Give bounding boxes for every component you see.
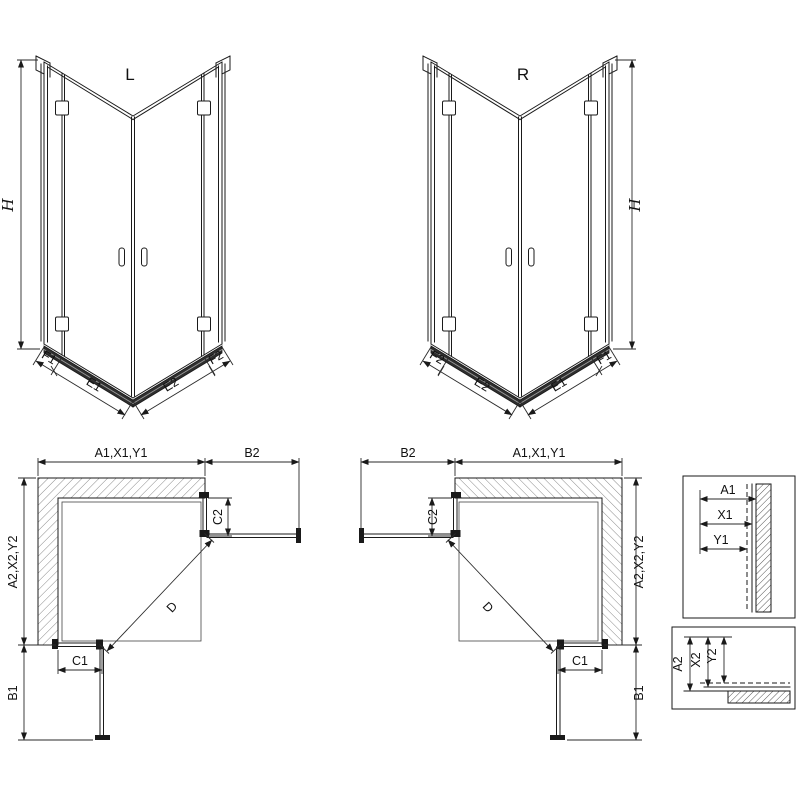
detail-floor-profile: A2 X2 Y2 xyxy=(671,626,796,710)
floor-profile-section xyxy=(727,690,791,704)
dim-label-a1-detail: A1 xyxy=(720,483,735,497)
dim-label-x2-detail: X2 xyxy=(689,652,703,667)
dim-label-height-left: H xyxy=(0,198,17,213)
dim-label-d-left: D xyxy=(164,599,180,615)
detail-box-border xyxy=(682,475,796,619)
dim-label-f1-right: F1 xyxy=(594,348,614,368)
dim-label-c1-right: C1 xyxy=(572,654,588,668)
dim-label-e2-left: E2 xyxy=(161,375,181,395)
dim-label-f1-left: F1 xyxy=(39,348,59,368)
dim-label-b1-left: B1 xyxy=(6,685,20,700)
dim-label-x1-detail: X1 xyxy=(717,508,732,522)
detail-box-border xyxy=(671,626,796,710)
plan-view-left xyxy=(18,458,301,740)
dim-label-c1-left: C1 xyxy=(72,654,88,668)
dim-label-y2-detail: Y2 xyxy=(705,648,719,663)
dim-label-depth-left: A2,X2,Y2 xyxy=(6,536,20,589)
dim-label-b2-left: B2 xyxy=(244,446,259,460)
dim-label-y1-detail: Y1 xyxy=(713,533,728,547)
view-label-right: R xyxy=(517,65,529,84)
plan-view-right xyxy=(359,458,642,740)
dim-label-f2-left: F2 xyxy=(206,348,226,368)
dim-label-a2-detail: A2 xyxy=(671,656,685,671)
detail-wall-profile: A1 X1 Y1 xyxy=(682,475,796,619)
dim-label-e1-right: E1 xyxy=(549,375,569,395)
dim-label-width-right: A1,X1,Y1 xyxy=(513,446,566,460)
dim-label-d-right: D xyxy=(480,599,496,615)
view-label-left: L xyxy=(125,65,134,84)
dim-label-c2-left: C2 xyxy=(211,509,225,525)
dim-label-c2-right: C2 xyxy=(426,509,440,525)
dim-label-width-left: A1,X1,Y1 xyxy=(95,446,148,460)
perspective-labels: L R H H F1 E1 E2 F2 F2 E2 E1 F1 xyxy=(0,65,644,395)
dim-label-e2-right: E2 xyxy=(472,375,492,395)
dim-label-b1-right: B1 xyxy=(632,685,646,700)
dim-label-f2-right: F2 xyxy=(427,348,447,368)
dim-label-b2-right: B2 xyxy=(400,446,415,460)
dim-label-height-right: H xyxy=(626,198,644,213)
wall-profile-section xyxy=(755,483,772,613)
dim-label-e1-left: E1 xyxy=(84,375,104,395)
dim-label-depth-right: A2,X2,Y2 xyxy=(632,536,646,589)
